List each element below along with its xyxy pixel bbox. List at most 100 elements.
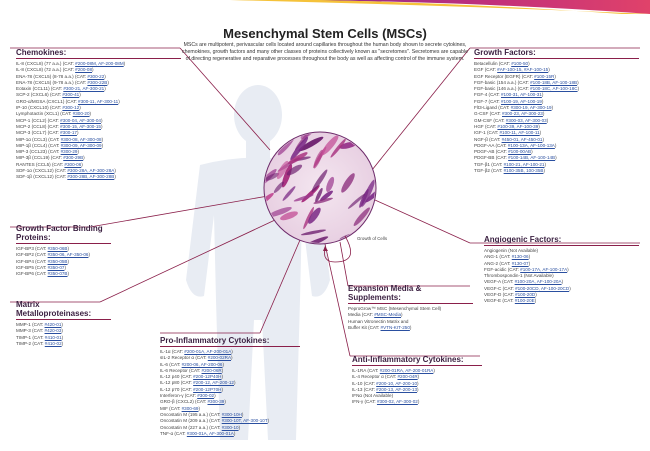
catalog-link[interactable]: #100-35B, 100-35B [503, 168, 544, 174]
catalog-link[interactable]: #100-17A, AF-100-17A [520, 266, 568, 272]
catalog-link[interactable]: #200-12, AF-200-12 [193, 380, 234, 386]
catalog-link[interactable]: #200-01RA, AF-200-01RA [379, 368, 434, 373]
catalog-link[interactable]: #350-06, AF-350-06 [47, 252, 89, 258]
catalog-link[interactable]: #350-07B [47, 271, 68, 277]
list-item: IL-12 p40 (CAT: #200-12P40H) [160, 374, 224, 380]
catalog-link[interactable]: #100-20D [515, 292, 536, 298]
catalog-link[interactable]: #100-18C, AF-100-18C [530, 86, 578, 92]
catalog-link[interactable]: #200-12P40H [193, 374, 222, 380]
section-chemokines: Chemokines: IL-8 (CXCL8) (77 a.a.) (CAT:… [16, 48, 181, 181]
catalog-link[interactable]: #300-29 [60, 149, 78, 155]
list-item: Oncostatin M (227 a.a.) (CAT: #300-10) [160, 424, 241, 430]
list-item: IL-4 Receptor α (CAT: #200-04R) [352, 374, 420, 380]
catalog-link[interactable]: #130-07 [511, 260, 529, 266]
catalog-link[interactable]: #300-03, AF-300-03 [505, 117, 547, 123]
section-growth-factor-binding-proteins: Growth Factor Binding Proteins: IGF-BP3 … [16, 224, 111, 277]
spindle-cell [288, 152, 308, 165]
catalog-link[interactable]: #300-09, AF-300-09 [60, 142, 102, 148]
catalog-link[interactable]: #300-06 [64, 161, 82, 167]
spindle-cell [321, 135, 339, 156]
catalog-link[interactable]: #300-02 [197, 393, 215, 399]
catalog-link[interactable]: #300-29B [63, 155, 84, 161]
catalog-link[interactable]: #300-22 [87, 73, 105, 79]
list-item: SDF-1β (CXCL12) (CAT: #300-28B, AF-300-2… [16, 174, 116, 180]
catalog-link[interactable]: #130-06 [511, 254, 529, 260]
catalog-link[interactable]: #100-20A, AF-100-20A [514, 279, 562, 285]
catalog-link[interactable]: #100-18B, AF-100-18B [530, 79, 578, 85]
catalog-link[interactable]: #300-15, AF-300-15 [60, 123, 101, 129]
list-item: VEGF-A (CAT: #100-20A, AF-100-20A) [484, 279, 564, 285]
item-name: PeproGrow™ MSC (Mesenchymal Stem Cell) [348, 306, 442, 311]
item-name: Human Vitronectin Matrix and [348, 318, 409, 324]
catalog-link[interactable]: #300-28B, AF-300-28B [67, 174, 115, 180]
catalog-link[interactable]: #100-50 [511, 61, 529, 66]
catalog-link[interactable]: #300-41 [62, 92, 80, 98]
catalog-link[interactable]: #300-12 [62, 105, 80, 111]
catalog-link[interactable]: #350-06B [47, 246, 68, 251]
catalog-link[interactable]: #300-39 [207, 399, 225, 405]
catalog-link[interactable]: #200-08M, AF-200-08M [75, 61, 124, 66]
catalog-link[interactable]: #300-08, AF-300-08 [60, 136, 102, 142]
catalog-link[interactable]: #200-02RA [207, 355, 232, 361]
catalog-link[interactable]: #100-11, AF-100-11 [499, 130, 540, 136]
section-title: Growth Factor Binding Proteins: [16, 224, 103, 242]
catalog-link[interactable]: #300-19, AF-300-19 [510, 105, 552, 111]
item-name: IL-1RA (CAT: [352, 368, 379, 373]
catalog-link[interactable]: #300-22B [87, 79, 108, 85]
catalog-link[interactable]: #300-11, AF-300-11 [78, 98, 119, 104]
catalog-link[interactable]: #420-03 [44, 328, 62, 334]
catalog-link[interactable]: #350-07 [47, 264, 65, 270]
catalog-link[interactable]: #300-17 [60, 130, 77, 136]
catalog-link[interactable]: #300-23, AF-300-23 [502, 111, 543, 117]
list-item: MCP-1 (CCL2) (CAT: #300-04, AF-300-04) [16, 117, 103, 123]
catalog-link[interactable]: #100-20E [514, 298, 535, 304]
catalog-link[interactable]: #410-01 [44, 334, 62, 340]
catalog-link[interactable]: #100-39, AF-100-39 [497, 123, 539, 129]
catalog-link[interactable]: #410-02 [44, 340, 62, 346]
catalog-link[interactable]: #100-14B, AF-100-14B [508, 155, 556, 161]
catalog-link[interactable]: #100-13A, AF-100-13A [507, 142, 555, 148]
item-name: IGF-BP4 (CAT: [16, 258, 47, 264]
catalog-link[interactable]: #100-00AB [508, 149, 532, 155]
catalog-link[interactable]: #200-08 [75, 67, 93, 73]
catalog-link[interactable]: #200-12P70H [193, 386, 222, 392]
catalog-link[interactable]: #200-06, AF-200-06 [181, 361, 223, 367]
catalog-link[interactable]: #420-01 [44, 322, 62, 327]
catalog-link[interactable]: #300-02, AF-300-02 [376, 399, 418, 405]
item-name: Flt3-Ligand (CAT: [474, 105, 510, 111]
catalog-link[interactable]: #200-01A, AF-200-01A [184, 349, 232, 354]
list-item: MIP-1β (CCL4) (CAT: #300-09, AF-300-09) [16, 142, 104, 148]
catalog-link[interactable]: #100-15R [534, 73, 555, 79]
catalog-link[interactable]: #MSC-Media [374, 312, 402, 318]
list-item: GRO-α/MGSA (CXCL1) (CAT: #300-11, AF-300… [16, 98, 120, 104]
catalog-link[interactable]: #300-10H [221, 411, 242, 417]
catalog-link[interactable]: #300-10T, AF-300-10T [221, 418, 268, 424]
catalog-link[interactable]: #200-06R [201, 367, 222, 373]
catalog-link[interactable]: #450-01, AF-450-01 [501, 136, 543, 142]
catalog-link[interactable]: #100-20CD, AF-100-20CD [515, 285, 570, 291]
catalog-link[interactable]: #300-10 [221, 424, 239, 430]
catalog-link[interactable]: #200-10, AF-200-10 [376, 380, 418, 386]
spindle-cell [313, 197, 333, 204]
catalog-link[interactable]: #350-05B [47, 258, 68, 264]
item-name: IGF-BP6 (CAT: [16, 271, 47, 277]
catalog-link[interactable]: #200-13, AF-200-13 [376, 386, 418, 392]
list-item: TNF-α (CAT: #300-01A, AF-300-01A) [160, 430, 236, 436]
catalog-link[interactable]: #VTN-KIT-250 [380, 324, 410, 330]
catalog-link[interactable]: #300-69 [181, 405, 199, 411]
list-item: IL-1RA (CAT: #200-01RA, AF-200-01RA) [352, 368, 435, 373]
catalog-link[interactable]: #300-04, AF-300-04 [60, 117, 101, 123]
catalog-link[interactable]: #100-21, AF-100-21 [503, 161, 545, 167]
catalog-link[interactable]: #300-28A, AF-300-28A [67, 168, 115, 174]
catalog-link[interactable]: #100-31, AF-100-31 [500, 92, 542, 98]
list-item: FGF-4 (CAT: #100-31, AF-100-31) [474, 92, 544, 98]
catalog-link[interactable]: #300-01A, AF-300-01A [186, 430, 234, 436]
catalog-link[interactable]: #AF-100-15, #AF-100-15 [497, 67, 549, 73]
list-item: IL-8 (CXCL8) (72 a.a.) (CAT: #200-08) [16, 67, 94, 73]
catalog-link[interactable]: #300-20 [72, 111, 90, 117]
catalog-link[interactable]: #100-19, AF-100-19 [500, 98, 542, 104]
list-item: EGF Receptor (EGFR) (CAT: #100-15R) [474, 73, 556, 79]
catalog-link[interactable]: #300-21, AF-300-21 [63, 86, 105, 92]
catalog-link[interactable]: #200-04R [397, 374, 418, 380]
list-item: IGF-BP6 (CAT: #350-07B) [16, 271, 70, 277]
